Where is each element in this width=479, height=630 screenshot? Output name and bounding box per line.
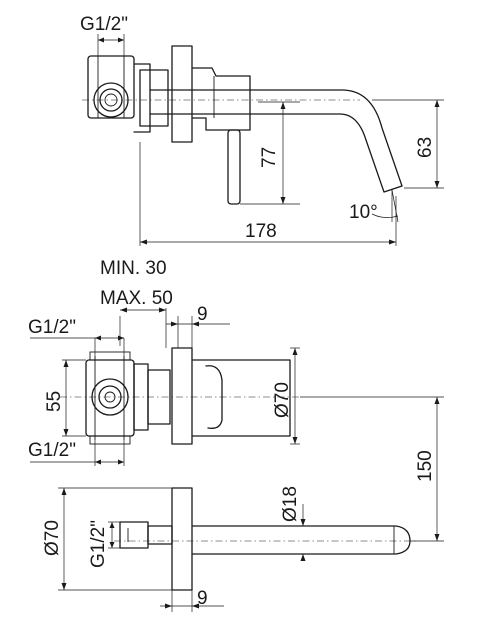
label-left-thread-top: G1/2" xyxy=(28,317,76,338)
label-plate-diameter-lower: Ø70 xyxy=(42,520,63,556)
label-pipe-diameter: Ø18 xyxy=(280,486,301,522)
spout-pipe xyxy=(191,525,411,555)
label-spout-angle: 10° xyxy=(349,202,378,223)
lever xyxy=(227,129,241,205)
wall-plate-bottom xyxy=(171,487,193,591)
label-left-thread-bottom: G1/2" xyxy=(28,440,76,461)
label-lower-plate-thickness: 9 xyxy=(197,588,208,609)
handle-body xyxy=(191,359,291,437)
label-spout-drop: 63 xyxy=(415,137,436,158)
wall-plate-middle xyxy=(171,347,193,445)
label-body-height: 55 xyxy=(44,391,65,412)
label-pipe-thread: G1/2" xyxy=(88,520,109,568)
lever-housing xyxy=(191,67,251,131)
spout xyxy=(149,89,403,193)
top-view: G1/2" 178 77 63 10° xyxy=(80,14,444,246)
connector-body xyxy=(87,55,135,119)
pipe-thread xyxy=(119,521,149,549)
valve-body xyxy=(85,359,135,437)
mixer-body xyxy=(133,63,151,133)
label-spout-length: 178 xyxy=(245,221,277,242)
label-plate-diameter-upper: Ø70 xyxy=(272,382,293,418)
label-top-thread: G1/2" xyxy=(80,14,128,35)
label-upper-plate-thickness: 9 xyxy=(197,304,208,325)
label-center-distance: 150 xyxy=(415,450,436,482)
wall-plate-top xyxy=(171,45,193,143)
bottom-view: Ø70 G1/2" Ø18 9 xyxy=(42,486,416,612)
middle-view: MIN. 30 MAX. 50 9 G1/2" xyxy=(28,258,444,542)
label-wall-min: MIN. 30 xyxy=(100,258,167,279)
label-wall-max: MAX. 50 xyxy=(100,288,173,309)
label-lever-height: 77 xyxy=(259,147,280,168)
